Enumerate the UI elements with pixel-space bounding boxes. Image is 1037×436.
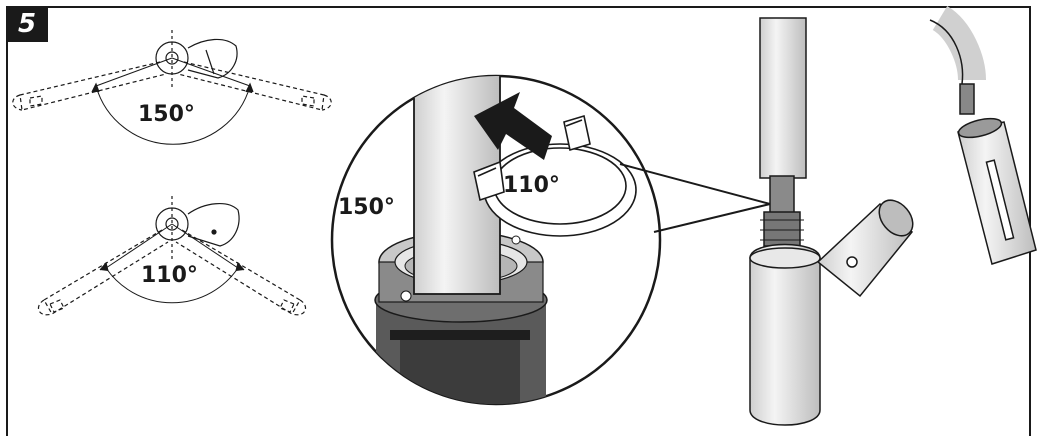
swivel-150-diagram — [12, 30, 332, 145]
angle-label-110: 110° — [141, 263, 198, 288]
arc-arrow-right-2 — [235, 261, 245, 272]
arc-arrow-right — [245, 82, 254, 93]
angle-arc-110 — [105, 267, 239, 304]
tap-body-top-view — [155, 30, 238, 90]
pull-out-hose — [931, 6, 986, 81]
arc-arrow-left-2 — [99, 261, 109, 272]
spout-right-position-110 — [175, 229, 307, 316]
zoom-angle-label-110: 110° — [503, 173, 560, 198]
limiter-ring — [473, 114, 637, 237]
spout-right-position-150 — [177, 61, 332, 111]
swivel-110-diagram — [37, 196, 307, 316]
spout-left-position-110 — [37, 229, 169, 316]
lift-arrow — [474, 92, 552, 160]
zoom-detail-circle — [330, 74, 662, 406]
zoom-angle-label-150: 150° — [338, 195, 395, 220]
tap-body — [749, 243, 821, 426]
angle-arc-150 — [95, 85, 251, 145]
step-number-badge: 5 — [6, 6, 48, 42]
angle-label-150: 150° — [138, 102, 195, 127]
tap-body-top-view-2 — [155, 196, 240, 260]
tap-spout-upright — [759, 17, 807, 179]
arc-arrow-left — [91, 82, 100, 93]
tap-assembly-right — [749, 6, 1037, 426]
